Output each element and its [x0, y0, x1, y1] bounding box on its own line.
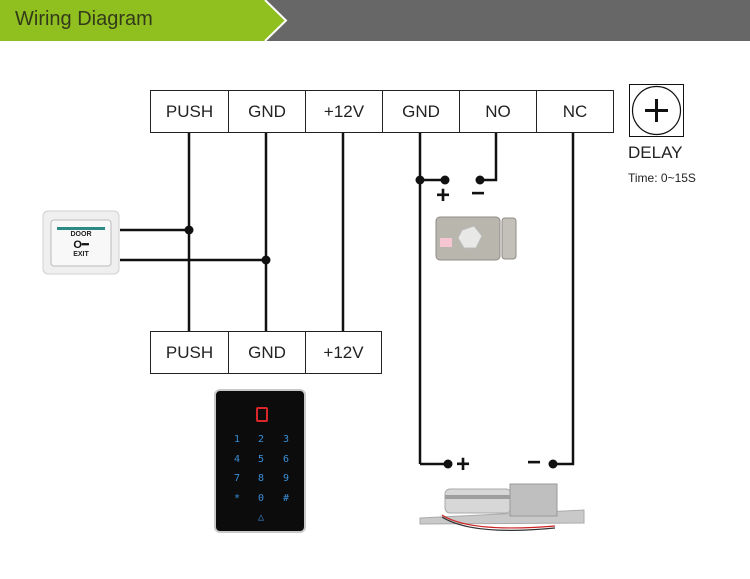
keypad-key: 2: [257, 434, 265, 445]
plus-icon: [631, 85, 682, 136]
terminal-12v: +12V: [306, 91, 383, 132]
terminal-gnd-lock: GND: [383, 91, 460, 132]
keypad-key: 7: [233, 473, 241, 484]
junction-dot: [440, 175, 450, 185]
header-bar: Wiring Diagram: [0, 0, 750, 41]
rim-lock-plus: +: [436, 182, 451, 209]
bell-icon: △: [257, 512, 265, 523]
keypad-key: 0: [257, 493, 265, 504]
junction-dot: [261, 255, 271, 265]
keypad-key: 8: [257, 473, 265, 484]
terminal-gnd: GND: [229, 91, 306, 132]
keypad-key: 6: [282, 454, 290, 465]
exit-button-image: DOOR O━ EXIT: [42, 210, 120, 275]
page-title: Wiring Diagram: [15, 8, 153, 30]
junction-dot: [184, 225, 194, 235]
terminal-12v: +12V: [323, 342, 364, 362]
keypad-key: 1: [233, 434, 241, 445]
key-icon: O━: [73, 239, 89, 251]
keypad-terminal-block: PUSH GND +12V: [150, 331, 382, 374]
exit-button-door-text: DOOR: [70, 231, 92, 238]
exit-button-exit-text: EXIT: [73, 251, 89, 258]
delay-box: [629, 84, 684, 137]
bolt-lock-plus: +: [456, 451, 471, 478]
bolt-lock-minus: −: [527, 449, 542, 476]
junction-dot: [415, 175, 425, 185]
junction-dot: [548, 459, 558, 469]
terminal-nc: NC: [562, 101, 588, 121]
junction-dot: [443, 459, 453, 469]
keypad-key: *: [233, 493, 241, 504]
controller-terminal-block: PUSH GND +12V GND NO NC: [150, 90, 614, 133]
bolt-lock-image: [419, 483, 585, 531]
keypad-key: 9: [282, 473, 290, 484]
terminal-no: NO: [460, 91, 537, 132]
terminal-push: PUSH: [151, 91, 229, 132]
keypad-key: 3: [282, 434, 290, 445]
keypad-key: 4: [233, 454, 241, 465]
delay-time: Time: 0~15S: [628, 171, 696, 185]
rim-lock-image: [435, 216, 517, 261]
junction-dot: [475, 175, 485, 185]
card-reader-icon: [256, 407, 268, 422]
keypad-key: 5: [257, 454, 265, 465]
rim-lock-minus: −: [471, 180, 486, 207]
terminal-gnd: GND: [229, 332, 306, 373]
keypad-key: #: [282, 493, 290, 504]
delay-label: DELAY: [628, 143, 683, 162]
keypad-image: 1 2 3 4 5 6 7 8 9 * 0 # △: [214, 389, 306, 533]
terminal-push: PUSH: [151, 332, 229, 373]
header-arrow: [0, 0, 288, 41]
